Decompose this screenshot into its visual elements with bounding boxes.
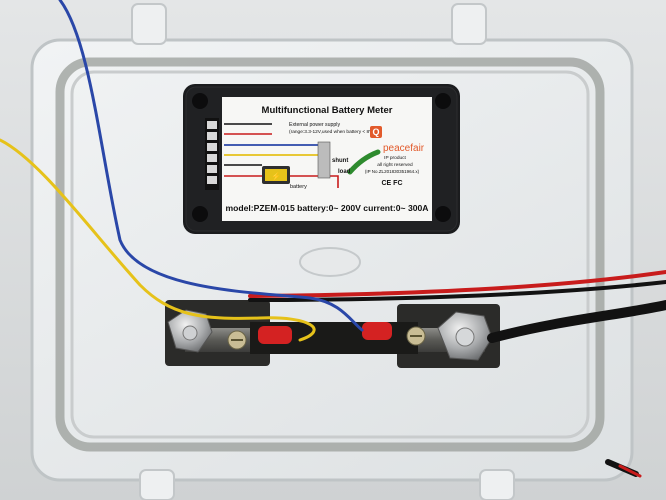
brand-logo-icon [370, 126, 382, 138]
model-text: model:PZEM-015 battery:0~ 200V current:0… [226, 203, 429, 213]
meter-title: Multifunctional Battery Meter [262, 105, 393, 116]
ip-text-1: IP product [384, 155, 406, 161]
supply-text-1: External power supply [289, 122, 340, 128]
current-shunt [165, 300, 500, 368]
ip-text-2: all right reserved [377, 162, 413, 168]
ip-text-3: (IP No.ZL201830351964.x) [365, 169, 420, 174]
enclosure-lid [30, 3, 634, 500]
battery-text: battery [290, 184, 307, 190]
svg-text:⚡: ⚡ [271, 171, 281, 181]
shunt-text: shunt [332, 158, 348, 164]
svg-text:Q: Q [372, 127, 379, 137]
brand-text: peacefair [383, 143, 425, 154]
wires [0, 0, 666, 478]
battery-meter: Multifunctional Battery Meter ⚡ External… [183, 84, 460, 234]
cert-text: CE FC [382, 180, 403, 187]
supply-text-2: (range:3.3-12V,used when battery < 8V) [289, 129, 374, 135]
load-text: load [338, 169, 351, 175]
